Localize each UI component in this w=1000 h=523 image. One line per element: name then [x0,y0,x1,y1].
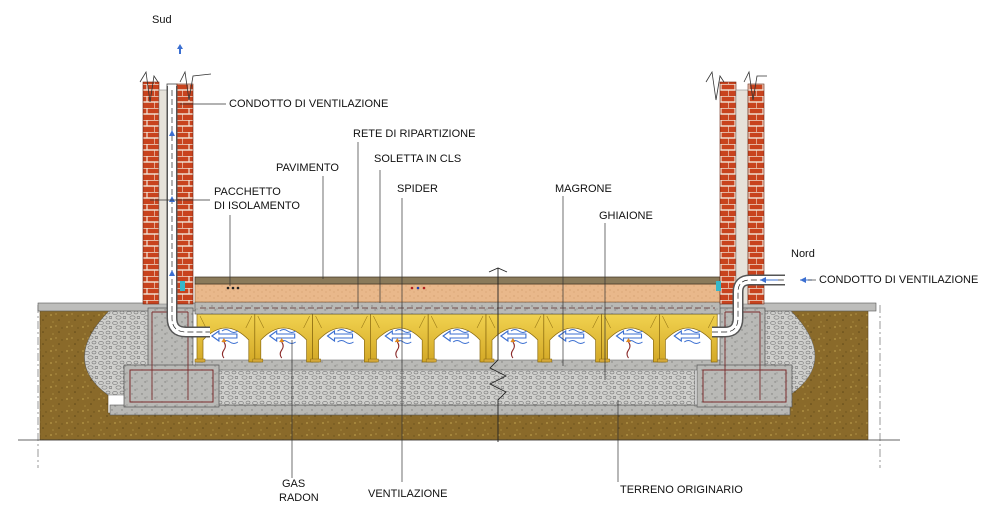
label-insulation-2: DI ISOLAMENTO [214,200,300,212]
label-radon-1: GAS [282,478,306,490]
spider-formwork [194,313,718,363]
label-north: Nord [791,248,815,260]
arrow-up-icon [177,44,183,54]
label-distribution-mesh: RETE DI RIPARTIZIONE [353,128,476,140]
label-gravel: GHIAIONE [599,210,653,222]
airflow-arrow-icon [442,329,470,344]
spider-cell [657,313,718,363]
airflow-arrow-icon [326,329,354,344]
foundation-left [123,307,220,408]
airflow-arrow-icon [384,329,412,344]
spider-cell [425,313,487,363]
spider-cell [194,313,256,363]
spider-cell [483,313,545,363]
airflow-arrow-icon [557,329,585,344]
floor-finish [194,276,721,285]
radon-squiggle-icon [510,338,516,359]
leader-lines [150,103,816,482]
label-insulation-1: PACCHETTO [214,186,281,198]
wall-right [705,70,767,305]
label-radon-2: RADON [279,492,319,504]
radon-squiggle-icon [221,338,227,359]
airflow-arrow-icon [673,329,701,344]
spider-cell [310,313,371,363]
label-floor: PAVIMENTO [276,162,339,174]
pipe-dots [226,286,426,290]
spider-cell [368,313,429,363]
radon-squiggle-icon [394,338,400,359]
spider-cell [252,313,313,363]
label-lean-concrete: MAGRONE [555,183,612,195]
label-spider: SPIDER [397,183,438,195]
insulation-screed [194,283,721,303]
break-line-icon [488,268,508,442]
label-ventilation: VENTILAZIONE [368,488,448,500]
label-vent-duct-right: CONDOTTO DI VENTILAZIONE [819,274,979,286]
spider-cell [541,313,602,363]
label-vent-duct-left: CONDOTTO DI VENTILAZIONE [229,98,389,110]
radon-squiggle-icon [279,338,285,359]
label-original-ground: TERRENO ORIGINARIO [620,484,743,496]
label-south: Sud [152,14,172,26]
spider-cell [599,313,660,363]
radon-squiggle-icon [626,338,631,359]
label-concrete-slab: SOLETTA IN CLS [374,153,462,165]
